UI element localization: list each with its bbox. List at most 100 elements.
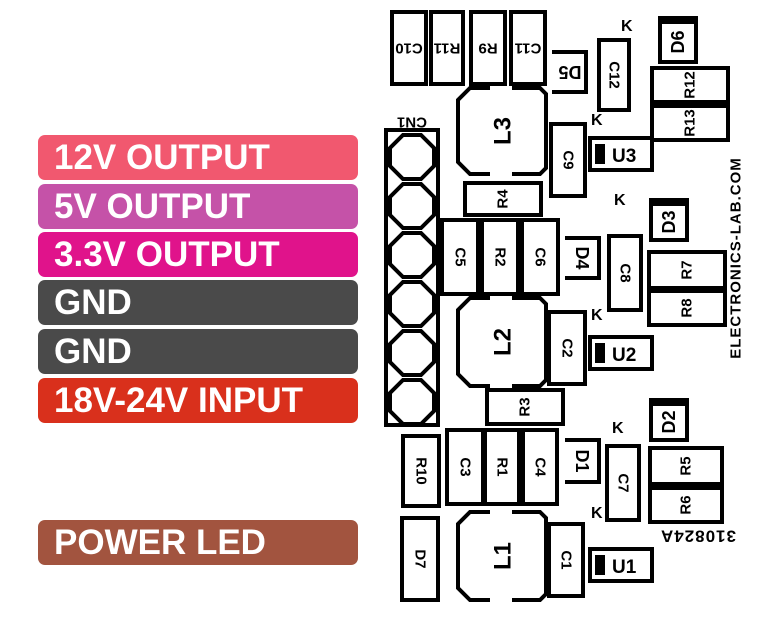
label-r1: R1 (494, 457, 511, 476)
cn1-pad-4 (388, 280, 436, 328)
label-r9: R9 (478, 40, 497, 57)
u3-outline (588, 136, 654, 172)
label-c8: C8 (617, 263, 634, 282)
label-l2: L2 (490, 328, 517, 356)
k-mark-top: K (621, 18, 633, 35)
c8-outline (607, 234, 643, 312)
cn1-pad-5 (388, 329, 436, 377)
r8-outline (647, 289, 727, 327)
label-u2: U2 (612, 345, 636, 366)
label-d2: D2 (659, 410, 679, 433)
c1-outline (547, 522, 585, 598)
c7-outline (605, 444, 641, 522)
label-r4: R4 (495, 189, 512, 209)
k-mark-d4: K (591, 307, 603, 324)
u3-tab (595, 144, 605, 164)
d4-outline (565, 236, 601, 280)
website-text: ELECTRONICS-LAB.COM (728, 157, 745, 359)
d1-outline (565, 438, 601, 484)
d5-outline (552, 50, 588, 94)
k-mark-d1: K (612, 420, 624, 437)
c12-outline (597, 38, 631, 112)
r9-outline (469, 10, 507, 86)
r1-outline (483, 428, 521, 506)
label-c2: C2 (559, 338, 576, 357)
c2-outline (547, 310, 587, 386)
label-r13: R13 (682, 109, 699, 137)
r7-outline (647, 250, 727, 290)
r4-outline (463, 181, 543, 217)
r2-outline (480, 218, 520, 296)
label-c4: C4 (532, 457, 549, 477)
label-c5: C5 (452, 247, 469, 266)
label-c7: C7 (615, 473, 632, 492)
d2-band (651, 400, 687, 406)
u2-outline (588, 335, 654, 371)
label-d7: D7 (412, 549, 429, 568)
legend-gnd-2-label: GND (54, 332, 132, 371)
c4-outline (521, 428, 559, 506)
cn1-pad-1 (388, 133, 436, 181)
u1-outline (588, 547, 654, 583)
k-mark-d5: K (591, 112, 603, 129)
legend-3v3-output-label: 3.3V OUTPUT (54, 235, 280, 274)
legend-input: 18V-24V INPUT (38, 378, 358, 423)
r6-outline (648, 486, 724, 524)
label-c9: C9 (560, 150, 577, 169)
legend-12v-output-label: 12V OUTPUT (54, 138, 270, 177)
legend-gnd-1: GND (38, 280, 358, 325)
label-d5: D5 (558, 62, 581, 82)
label-c12: C12 (606, 61, 623, 89)
board-code: 310824A (660, 527, 736, 546)
r12-outline (650, 66, 730, 104)
label-d3: D3 (659, 210, 679, 233)
label-c11: C11 (515, 40, 542, 57)
d7-outline (400, 516, 440, 602)
k-mark-d3: K (614, 192, 626, 209)
legend-12v-output: 12V OUTPUT (38, 135, 358, 180)
label-r10: R10 (413, 457, 430, 485)
r11-outline (429, 10, 465, 86)
label-u1: U1 (612, 557, 637, 578)
label-l3: L3 (490, 117, 517, 145)
label-r11: R11 (434, 40, 461, 57)
label-c3: C3 (457, 457, 474, 476)
label-l1: L1 (490, 542, 517, 570)
l3-outline (456, 86, 548, 176)
label-d6: D6 (668, 30, 688, 53)
label-r7: R7 (679, 260, 696, 279)
label-c10: C10 (395, 40, 423, 57)
legend-input-label: 18V-24V INPUT (54, 381, 303, 420)
l1-outline (456, 510, 548, 602)
label-d4: D4 (572, 246, 592, 269)
u1-tab (595, 555, 605, 575)
legend-3v3-output: 3.3V OUTPUT (38, 232, 358, 277)
cn1-pad-3 (388, 231, 436, 279)
label-r8: R8 (679, 298, 696, 317)
u2-tab (595, 343, 605, 363)
r5-outline (648, 446, 724, 486)
k-mark-c1: K (591, 505, 603, 522)
c6-outline (520, 218, 560, 296)
legend-gnd-2: GND (38, 329, 358, 374)
legend-gnd-1-label: GND (54, 283, 132, 322)
label-c1: C1 (558, 550, 575, 569)
legend-power-led-label: POWER LED (54, 523, 266, 562)
label-d1: D1 (572, 449, 592, 472)
label-r5: R5 (678, 456, 695, 475)
label-cn1: CN1 (397, 114, 427, 131)
label-r6: R6 (678, 495, 695, 514)
r10-outline (401, 434, 441, 508)
d6-band (660, 18, 696, 24)
legend-power-led: POWER LED (38, 520, 358, 565)
legend-5v-output-label: 5V OUTPUT (54, 187, 251, 226)
label-r2: R2 (492, 247, 509, 266)
c10-outline (390, 10, 428, 86)
r3-outline (485, 388, 565, 426)
c9-outline (549, 122, 587, 198)
d3-band (651, 200, 687, 206)
label-c6: C6 (532, 247, 549, 266)
r13-outline (650, 104, 730, 142)
cn1-pad-2 (388, 182, 436, 230)
